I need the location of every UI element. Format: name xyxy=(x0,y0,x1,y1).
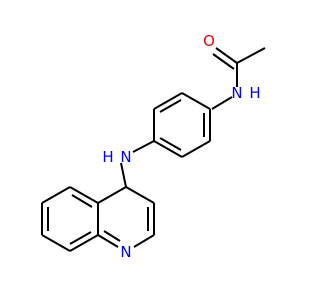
ring-bond xyxy=(181,92,211,110)
ring-bond xyxy=(153,140,183,158)
ring-double-bond xyxy=(159,137,182,151)
bond-methyl-carbonyl xyxy=(236,47,266,64)
quinoline-pyridine-ring xyxy=(97,186,155,248)
bond-nitrogen-ring xyxy=(211,96,233,110)
bond-carbonyl-oxygen-a xyxy=(215,47,238,64)
ring-nitrogen-label: N xyxy=(120,243,131,261)
bond-carbonyl-oxygen-b xyxy=(212,53,235,70)
bond-amine-quinoline xyxy=(120,162,127,188)
ring-bond xyxy=(41,186,71,204)
carbonyl-oxygen-label: O xyxy=(203,32,215,50)
ring-double-bond xyxy=(103,230,121,242)
ring-bond xyxy=(69,234,99,252)
ring-bond xyxy=(41,234,71,252)
amine-bridge xyxy=(120,140,155,188)
amide-hydrogen-label: H xyxy=(249,84,260,102)
atom-labels: O N H N H N xyxy=(102,32,260,261)
ring-double-bond xyxy=(69,231,92,245)
ring-double-bond xyxy=(159,99,182,113)
amine-nitrogen-label: N xyxy=(120,148,131,166)
ring-bond xyxy=(133,234,155,248)
amide-nitrogen-label: N xyxy=(231,84,242,102)
amine-hydrogen-label: H xyxy=(102,148,113,166)
ring-double-bond xyxy=(71,194,93,208)
acetamide-group xyxy=(211,47,266,110)
ring-bond xyxy=(153,92,183,110)
ring-bond xyxy=(125,186,155,204)
ring-bond xyxy=(97,234,119,248)
quinoline-benzo-ring xyxy=(41,186,99,252)
phenylene-ring xyxy=(153,92,211,158)
ring-bond xyxy=(69,186,99,204)
ring-bond xyxy=(181,140,211,158)
molecule-structure: O N H N H N xyxy=(41,32,266,261)
bond-ring-amine xyxy=(132,140,155,153)
ring-bond xyxy=(97,186,127,204)
